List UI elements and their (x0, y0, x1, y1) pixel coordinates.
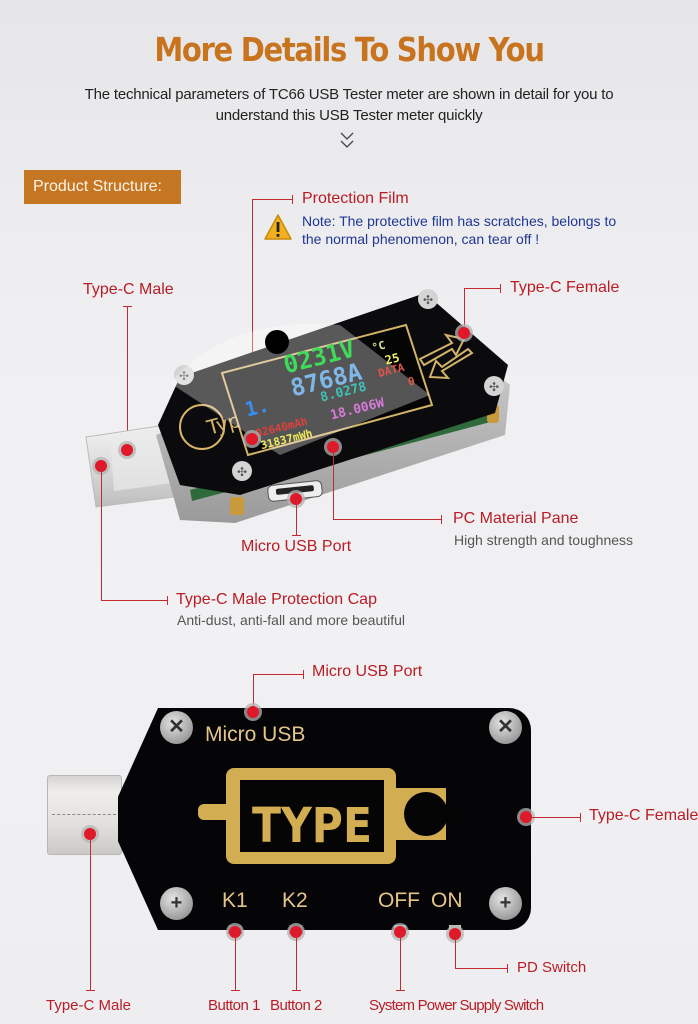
pd-switch-leader-v (455, 934, 456, 968)
type-c-male-plug (47, 775, 122, 855)
button-1-leader-line (235, 932, 236, 990)
tc66-device-top-view: ✣ ✣ ✣ ✣ Type (85, 289, 510, 523)
type-c-female-label: Type-C Female (510, 279, 620, 296)
k1-print: K1 (222, 889, 248, 912)
protection-film-leader-h (252, 199, 292, 200)
screw-icon: + (489, 887, 522, 920)
page-subtitle: The technical parameters of TC66 USB Tes… (84, 86, 614, 124)
type-c-female-bottom-label: Type-C Female (589, 807, 698, 824)
screw-icon: + (160, 887, 193, 920)
type-c-male-marker (121, 444, 133, 456)
power-switch-leader-line (400, 932, 401, 990)
svg-text:✣: ✣ (237, 465, 247, 479)
type-c-female-marker (458, 327, 470, 339)
micro-usb-print: Micro USB (205, 723, 306, 746)
leader-tick (231, 990, 240, 991)
leader-tick (292, 990, 301, 991)
pc-pane-leader-v (333, 447, 334, 519)
leader-tick (292, 535, 301, 536)
pd-switch-label: PD Switch (517, 959, 587, 976)
svg-text:✣: ✣ (489, 380, 499, 394)
protection-cap-leader-line (101, 600, 167, 601)
on-print: ON (431, 889, 463, 912)
pd-switch-leader-line (455, 968, 507, 969)
screw-icon: ✕ (160, 711, 193, 744)
double-chevron-down-icon (340, 132, 354, 148)
svg-text:✣: ✣ (423, 293, 433, 307)
leader-tick (167, 596, 168, 605)
leader-tick (507, 964, 508, 973)
button-2-label: Button 2 (270, 997, 322, 1014)
pc-material-pane-label: PC Material Pane (453, 510, 579, 527)
leader-tick (441, 515, 442, 524)
micro-usb-leader-line (296, 499, 297, 535)
leader-tick (86, 990, 95, 991)
pc-material-pane-desc: High strength and toughness (454, 532, 634, 548)
button-1-label: Button 1 (208, 997, 260, 1014)
micro-usb-port-label: Micro USB Port (241, 538, 352, 555)
type-c-male-label: Type-C Male (83, 281, 174, 298)
screw-icon: ✕ (489, 711, 522, 744)
type-c-male-bottom-label: Type-C Male (46, 997, 132, 1014)
protection-film-label: Protection Film (302, 190, 409, 207)
micro-usb-bottom-leader-line (253, 674, 303, 675)
k2-print: K2 (282, 889, 308, 912)
leader-tick (580, 813, 581, 822)
type-c-male-leader-line (127, 306, 128, 450)
leader-tick (303, 670, 304, 679)
protection-film-note-line1: Note: The protective film has scratches,… (302, 213, 617, 229)
off-print: OFF (378, 889, 420, 912)
leader-tick (292, 195, 293, 204)
protection-cap-desc: Anti-dust, anti-fall and more beautiful (177, 612, 406, 628)
micro-usb-port-bottom-label: Micro USB Port (312, 663, 423, 680)
micro-usb-bottom-leader-v (253, 674, 254, 712)
type-c-female-leader-h (464, 288, 500, 289)
protection-cap-leader-v (101, 466, 102, 600)
svg-text:TYPE: TYPE (252, 798, 372, 854)
svg-text:✣: ✣ (179, 369, 189, 383)
page-title: More Details To Show You (154, 30, 545, 69)
button-2-leader-line (296, 932, 297, 990)
pc-pane-leader-line (333, 519, 441, 520)
type-c-female-bottom-leader-line (526, 817, 580, 818)
protection-film-note-line2: the normal phenomenon, can tear off ! (302, 231, 540, 247)
protection-cap-label: Type-C Male Protection Cap (176, 591, 377, 608)
warning-icon (264, 214, 292, 240)
protection-film-marker (246, 433, 258, 445)
protection-film-leader-line (252, 199, 253, 439)
type-c-logo: TYPE (198, 768, 458, 864)
leader-tick (396, 990, 405, 991)
micro-usb-bottom-marker (247, 706, 259, 718)
type-c-male-bottom-leader-line (90, 834, 91, 990)
system-power-switch-label: System Power Supply Switch (369, 997, 544, 1014)
product-structure-badge: Product Structure: (24, 170, 181, 204)
type-c-female-leader-line (464, 288, 465, 333)
leader-tick (500, 284, 501, 293)
